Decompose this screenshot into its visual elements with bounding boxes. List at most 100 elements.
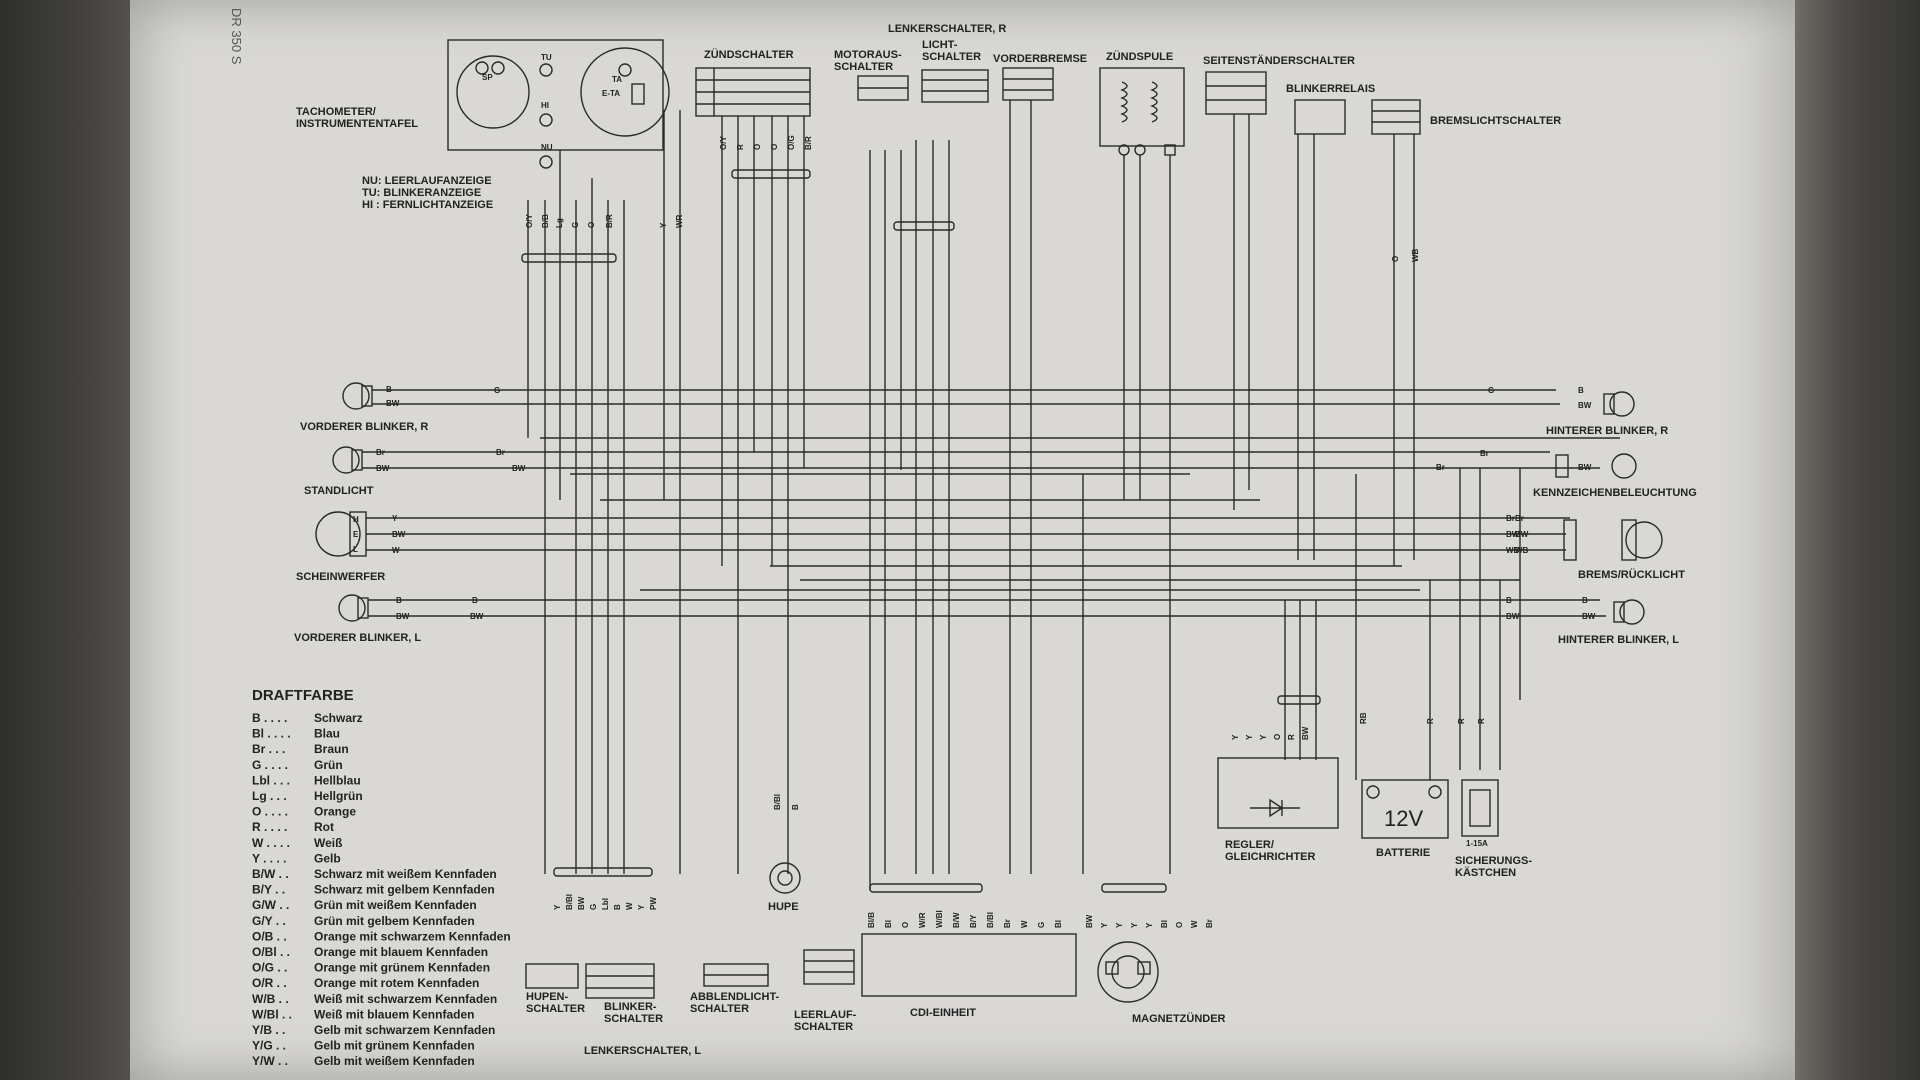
legend-meaning: Rot [314, 820, 334, 834]
label-standlicht: STANDLICHT [304, 485, 374, 497]
wire-code: B/W [952, 912, 961, 928]
wire-code: O [1391, 256, 1400, 262]
leerlauf-table [803, 949, 855, 985]
bremslicht-table [1371, 99, 1421, 135]
wire-code: B/Bl [986, 912, 995, 928]
neutral-indicator-lamp [539, 155, 553, 169]
wire-code: PW [649, 897, 658, 910]
label-motoraus: MOTORAUS-SCHALTER [834, 49, 902, 73]
legend-code: G/Y . . [252, 914, 286, 928]
label-hinterer-blinker-r: HINTERER BLINKER, R [1546, 425, 1668, 437]
wire-code: BW [376, 464, 390, 473]
wire-code: Y [1259, 734, 1268, 740]
vorderer-blinker-r [342, 382, 373, 410]
label-lichtschalter: LICHT-SCHALTER [922, 39, 981, 63]
legend-meaning: Hellgrün [314, 789, 363, 803]
label-hupe: HUPE [768, 901, 799, 913]
wire-code: W/R [918, 912, 927, 928]
legend-meaning: Schwarz mit weißem Kennfaden [314, 867, 497, 881]
legend-title: DRAFTFARBE [252, 687, 354, 704]
wire-code: R [1477, 718, 1486, 724]
legend-meaning: Schwarz [314, 711, 363, 725]
wire-code: O/Y [719, 136, 728, 150]
wire-code: Br [1003, 919, 1012, 928]
wire-code: Bl [1054, 920, 1063, 928]
wire-code: G [1488, 386, 1494, 395]
hupe [769, 862, 801, 894]
wire-code: Br [496, 448, 505, 457]
wire-code: Y [1130, 922, 1139, 928]
label-seitenstaender: SEITENSTÄNDERSCHALTER [1203, 54, 1355, 67]
wire-code: B [1578, 386, 1584, 395]
legend-meaning: Weiß mit blauem Kennfaden [314, 1007, 474, 1021]
legend-meaning: Weiß mit schwarzem Kennfaden [314, 992, 497, 1006]
headlight-pin-l: L [353, 545, 358, 554]
wire-code: Br [1480, 449, 1489, 458]
wire-code: B [396, 596, 402, 605]
tacho-lamp-hi: HI [541, 101, 549, 110]
wire-code: Y [1100, 922, 1109, 928]
label-scheinwerfer: SCHEINWERFER [296, 571, 385, 583]
wire-code: Y [553, 904, 562, 910]
label-hinterer-blinker-l: HINTERER BLINKER, L [1558, 634, 1679, 646]
legend-code: W/Bl . . [252, 1007, 292, 1021]
vorderbremse-table [1002, 67, 1054, 101]
wire-code: Bl [884, 920, 893, 928]
wire-code: Br [1506, 514, 1515, 523]
legend-meaning: Orange mit blauem Kennfaden [314, 945, 488, 959]
wire-code: B [1582, 596, 1588, 605]
wire-code: O [587, 222, 596, 228]
seitenstaender-table [1205, 71, 1267, 115]
fuse-rating: 1-15A [1466, 839, 1488, 848]
wire-code: B/R [804, 136, 813, 150]
wire-code: BW [392, 530, 406, 539]
rev-counter-gauge [580, 47, 670, 137]
legend-code: Y/W . . [252, 1054, 288, 1068]
speedometer-gauge [456, 55, 530, 129]
legend-code: O/R . . [252, 976, 287, 990]
wire-code: R [1287, 734, 1296, 740]
cdi-einheit [861, 933, 1077, 997]
wire-code: Br [1515, 514, 1524, 523]
kennzeichenbeleuchtung [1555, 453, 1637, 479]
wire-code: BW [1582, 612, 1596, 621]
wire-code: BW [1085, 914, 1094, 928]
legend-code: B/W . . [252, 867, 289, 881]
wire-code: Y [1145, 922, 1154, 928]
wire-code: B [791, 804, 800, 810]
scheinwerfer: H E L [315, 511, 367, 557]
label-indicator-nu: NU: LEERLAUFANZEIGE [362, 175, 492, 187]
abblendlicht-table [703, 963, 769, 987]
label-indicator-hi: HI : FERNLICHTANZEIGE [362, 199, 493, 211]
wire-code: B [472, 596, 478, 605]
licht-table [921, 69, 989, 103]
label-hupenschalter: HUPEN-SCHALTER [526, 991, 585, 1015]
brems-ruecklicht [1563, 519, 1663, 561]
label-indicator-tu: TU: BLINKERANZEIGE [362, 187, 481, 199]
legend-code: R . . . . [252, 820, 287, 834]
legend-meaning: Orange mit grünem Kennfaden [314, 961, 490, 975]
wire-code: R [1426, 718, 1435, 724]
wire-code: W [625, 902, 634, 910]
wire-code: W [1020, 920, 1029, 928]
legend-code: Y/G . . [252, 1039, 286, 1053]
wire-code: B [386, 385, 392, 394]
label-lenkerschalter-r: LENKERSCHALTER, R [888, 23, 1006, 35]
wire-code: Bl [1160, 920, 1169, 928]
legend-meaning: Weiß [314, 836, 342, 850]
tacho-gauge-sp: SP [482, 73, 493, 82]
wire-code: WB [1411, 248, 1420, 262]
wire-code: Y [1231, 734, 1240, 740]
wire-code: Y [637, 904, 646, 910]
wire-code: Lbl [601, 898, 610, 910]
wire-code: BW [1506, 612, 1520, 621]
blinkerschalter-table [585, 963, 655, 999]
legend-code: B . . . . [252, 711, 287, 725]
hinterer-blinker-r [1603, 391, 1635, 417]
wire-code: R [1457, 718, 1466, 724]
legend-code: Lbl . . . [252, 773, 290, 787]
legend-meaning: Gelb mit grünem Kennfaden [314, 1039, 475, 1053]
wire-code: B/Bl [565, 894, 574, 910]
label-vorderer-blinker-l: VORDERER BLINKER, L [294, 632, 421, 644]
